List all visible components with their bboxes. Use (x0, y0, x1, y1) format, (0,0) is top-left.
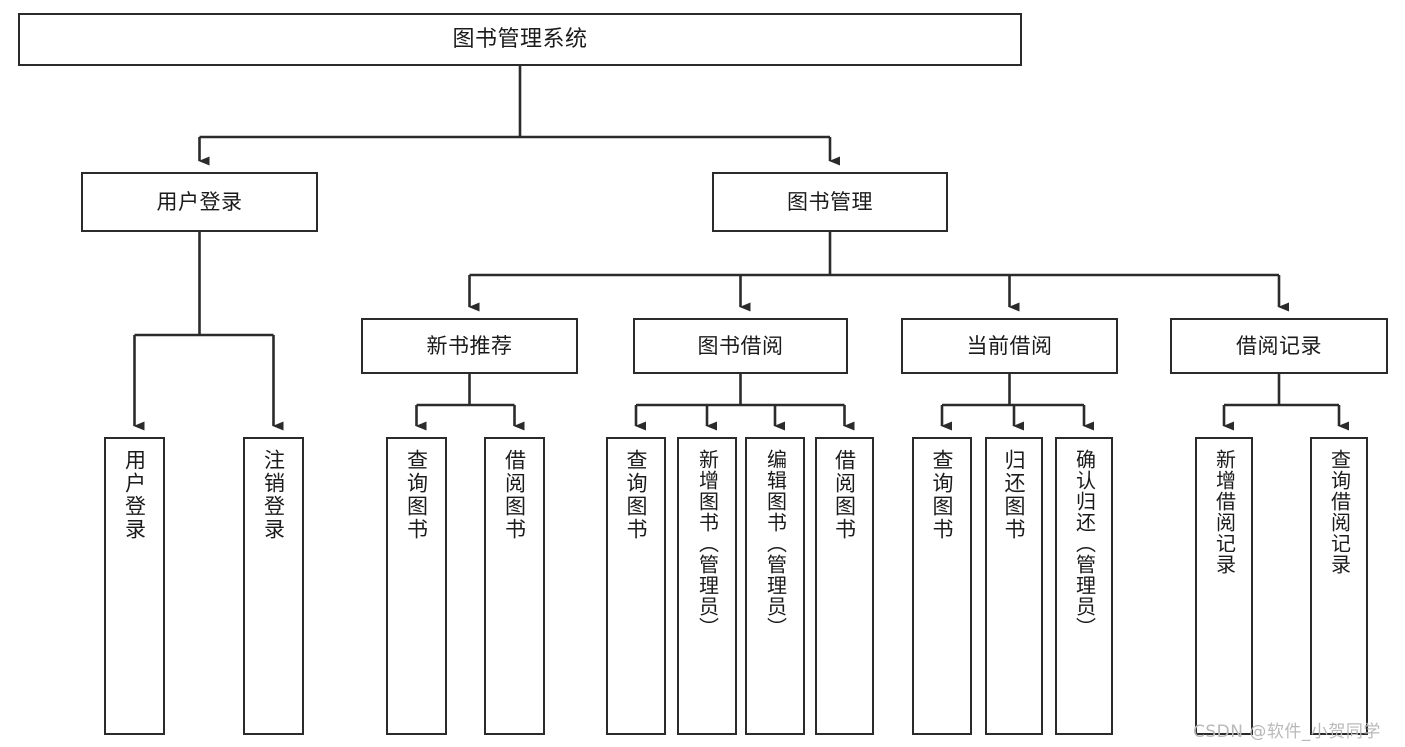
node-label: 图书借阅 (697, 333, 784, 358)
node-label: 查询图书 (624, 449, 649, 541)
node-label: 查询图书 (930, 449, 955, 541)
node-book-borrow[interactable]: 图书借阅 (633, 318, 848, 374)
node-label: 确认归还（管理员） (1072, 449, 1097, 638)
node-label: 当前借阅 (966, 333, 1053, 358)
leaf-add-book-admin[interactable]: 新增图书（管理员） (677, 437, 737, 735)
leaf-add-borrow-record[interactable]: 新增借阅记录 (1195, 437, 1253, 735)
csdn-watermark: CSDN @软件_小贺同学 (1193, 722, 1381, 742)
leaf-query-borrow-record[interactable]: 查询借阅记录 (1310, 437, 1368, 735)
node-borrow-record[interactable]: 借阅记录 (1170, 318, 1388, 374)
leaf-query-book-2[interactable]: 查询图书 (606, 437, 666, 735)
leaf-user-logout[interactable]: 注销登录 (243, 437, 304, 735)
node-label: 借阅图书 (502, 449, 527, 541)
node-book-management[interactable]: 图书管理 (712, 172, 948, 232)
leaf-query-book-3[interactable]: 查询图书 (912, 437, 972, 735)
node-current-borrow[interactable]: 当前借阅 (901, 318, 1118, 374)
node-user-login[interactable]: 用户登录 (81, 172, 318, 232)
leaf-borrow-book-1[interactable]: 借阅图书 (484, 437, 545, 735)
leaf-borrow-book-2[interactable]: 借阅图书 (815, 437, 874, 735)
node-label: 借阅记录 (1236, 333, 1322, 358)
node-label: 图书管理 (787, 189, 873, 214)
node-label: 新书推荐 (426, 333, 513, 358)
node-label: 注销登录 (261, 449, 286, 541)
node-label: 查询图书 (404, 449, 429, 541)
leaf-query-book-1[interactable]: 查询图书 (386, 437, 447, 735)
leaf-edit-book-admin[interactable]: 编辑图书（管理员） (745, 437, 805, 735)
leaf-user-login[interactable]: 用户登录 (104, 437, 165, 735)
node-label: 查询借阅记录 (1327, 449, 1352, 575)
node-label: 新增借阅记录 (1212, 449, 1237, 575)
leaf-return-book[interactable]: 归还图书 (985, 437, 1043, 735)
node-new-book-recommendation[interactable]: 新书推荐 (361, 318, 578, 374)
node-label: 图书管理系统 (452, 26, 588, 52)
node-label: 用户登录 (156, 189, 243, 214)
node-label: 用户登录 (122, 449, 147, 541)
leaf-confirm-return-admin[interactable]: 确认归还（管理员） (1055, 437, 1113, 735)
node-label: 编辑图书（管理员） (763, 449, 788, 638)
node-root-system[interactable]: 图书管理系统 (18, 13, 1022, 66)
node-label: 归还图书 (1002, 449, 1027, 541)
node-label: 借阅图书 (832, 449, 857, 541)
node-label: 新增图书（管理员） (695, 449, 720, 638)
